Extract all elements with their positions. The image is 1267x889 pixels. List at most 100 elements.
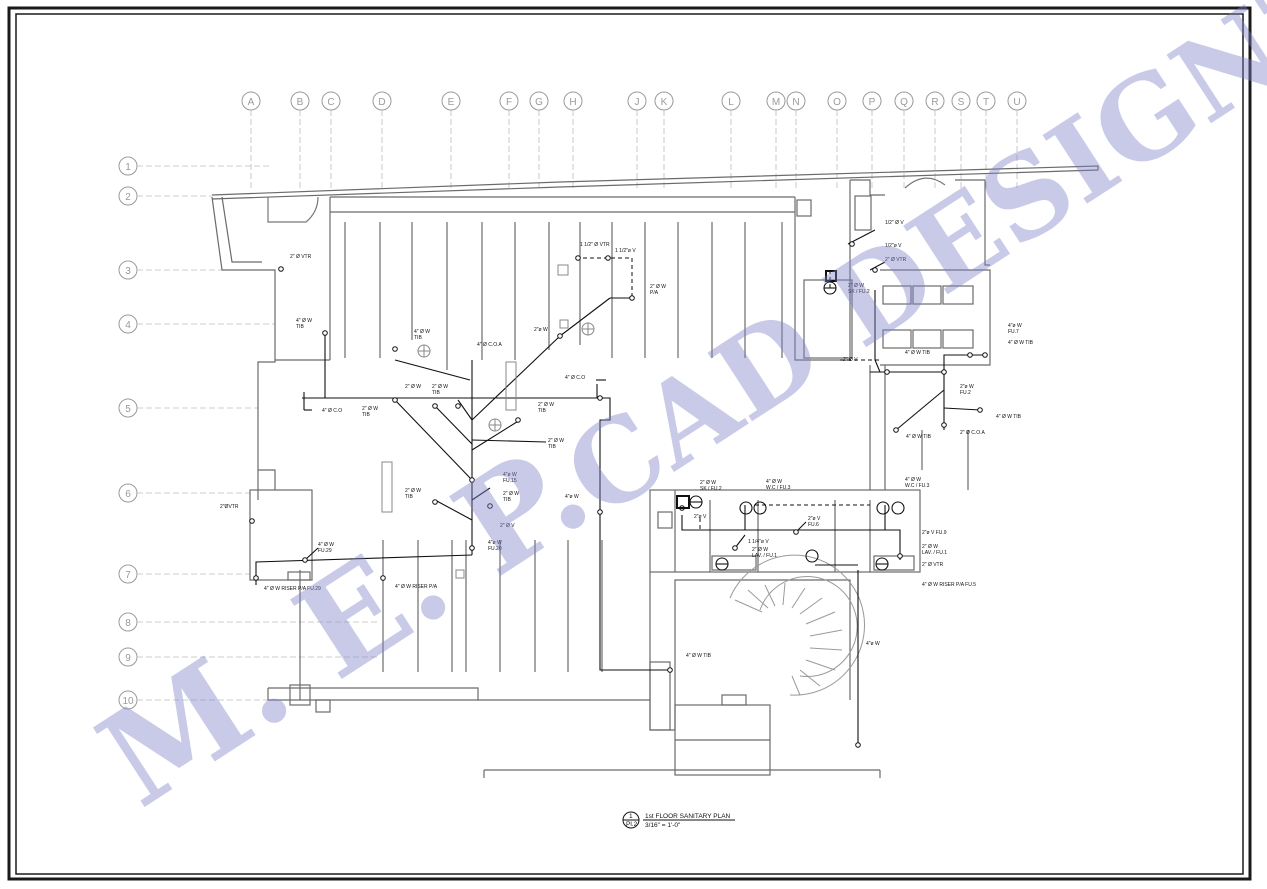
note-vtr-east: 2" Ø VTR [922, 562, 944, 568]
note-vtr-sw: 2"ØVTR [220, 504, 239, 510]
grid-column-label: D [378, 97, 385, 108]
note-w-2in-d: 2" Ø W [538, 402, 554, 408]
pipe-node [629, 295, 635, 301]
note-w-2in-g: 2" Ø W [405, 488, 421, 494]
note-tib-d: TIB [432, 390, 440, 396]
pipe-node [302, 557, 308, 563]
grid-column-label: M [772, 97, 780, 108]
grid-row-label: 1 [125, 162, 131, 173]
note-w-2in-e: 2" Ø W [548, 438, 564, 444]
grid-column-label: B [297, 97, 304, 108]
note-lav-fu1-a: LAV. / FU.1 [752, 553, 777, 559]
pipe-node [967, 352, 973, 358]
grid-column-label: J [635, 97, 640, 108]
note-wc-fu3-b: W.C / FU.3 [905, 483, 930, 489]
note-w-tib-ne: 4" Ø W TIB [1008, 340, 1034, 346]
annotation-layer: 2" Ø VTR 4" Ø W TIB 4" Ø C.O 2" Ø W TIB … [220, 220, 1034, 659]
watermark-line2: CAD DESIGNZ [543, 0, 1267, 543]
note-fu29: FU.29 [318, 548, 332, 554]
note-fu15: FU.15 [503, 478, 517, 484]
note-w-fu2: 2"ø W [960, 384, 974, 390]
note-tib-g: TIB [503, 497, 511, 503]
grid-row-label: 10 [122, 696, 134, 707]
restroom-block [649, 489, 921, 573]
note-w-2in-sk: 2" Ø W [700, 480, 716, 486]
note-sk-fu2: SK / FU.2 [700, 486, 722, 492]
grid-row-label: 8 [125, 618, 131, 629]
grid-row-label: 4 [125, 320, 131, 331]
pipe-node [884, 369, 890, 375]
detail-number: 1 [629, 813, 633, 820]
note-w-lav: 2" Ø W [752, 547, 768, 553]
pipe-node [432, 403, 438, 409]
note-w-pa: 2" Ø W [650, 284, 666, 290]
note-vtr-center: 1 1/2" Ø VTR [580, 242, 610, 248]
room-west-lower [249, 489, 313, 581]
pipe-node [667, 667, 673, 673]
note-w-2in-c: 2" Ø W [432, 384, 448, 390]
toilet-partition-1 [882, 285, 912, 305]
note-lav-fu1-b: LAV. / FU.1 [922, 550, 947, 556]
note-w-4in: 4" Ø W [296, 318, 312, 324]
note-tib-f: TIB [548, 444, 556, 450]
pipe-node [597, 509, 603, 515]
note-pa: P/A [650, 290, 659, 296]
note-w-fu7: 4"ø W [1008, 323, 1022, 329]
note-w-2in-a: 2" Ø W [362, 406, 378, 412]
drawing-scale: 3/16" = 1'-0" [645, 822, 681, 829]
main-waste-line [302, 397, 670, 671]
pipe-node [982, 352, 988, 358]
note-fu20: FU.20 [488, 546, 502, 552]
note-vtr-ne: 2" Ø VTR [885, 257, 907, 263]
grid-column-label: H [569, 97, 576, 108]
north-wall [211, 165, 1099, 200]
grid-column-label: Q [900, 97, 908, 108]
note-coa-e: 2" Ø C.O.A [960, 430, 986, 436]
note-tib-c: TIB [414, 335, 422, 341]
note-riser-pa: 4" Ø W RISER P/A [395, 584, 438, 590]
note-w-vert: 4"ø W [565, 494, 579, 500]
grid-row-label: 7 [125, 570, 131, 581]
pipe-node [392, 346, 398, 352]
pipe-node [605, 255, 611, 261]
door-swing [267, 196, 319, 223]
note-w-fu29: 4" Ø W [318, 542, 334, 548]
note-tib-b: TIB [362, 412, 370, 418]
note-v-center: 1 1/2"ø V [615, 248, 636, 254]
cleanouts [381, 264, 595, 579]
note-w-tib-far-e: 4" Ø W TIB [996, 414, 1022, 420]
note-sk-fu2-ne-b: SK / FU.2 [848, 289, 870, 295]
pipe-node [469, 477, 475, 483]
note-v-e: 2" Ø V [843, 357, 858, 363]
grid-column-label: S [958, 97, 965, 108]
grid-column-label: A [248, 97, 255, 108]
pipe-node [893, 427, 899, 433]
pipe-node [278, 266, 284, 272]
note-v-fu9: 2"ø V FU.9 [922, 530, 947, 536]
note-w-tib-south: 4" Ø W TIB [686, 653, 712, 659]
note-riser-fu5: 4" Ø W RISER P/A FU.5 [922, 582, 976, 588]
sheet-number: Pl.2 [626, 821, 638, 828]
note-coa: 4" Ø C.O.A [477, 342, 503, 348]
note-riser-pa-fu29: 4" Ø W RISER P/A FU.29 [264, 586, 321, 592]
pipe-node [432, 499, 438, 505]
pipe-node [849, 241, 855, 247]
grid-row-label: 2 [125, 192, 131, 203]
note-wc-fu3-a: W.C / FU.3 [766, 485, 791, 491]
grid-column-label: F [506, 97, 512, 108]
pipe-node [487, 503, 493, 509]
note-tib-e: TIB [538, 408, 546, 414]
pipe-node [322, 330, 328, 336]
note-v-fu6: 2"ø V [808, 516, 821, 522]
drawing-title-block: 1 Pl.2 1st FLOOR SANITARY PLAN 3/16" = 1… [622, 811, 735, 829]
note-fu6: FU.6 [808, 522, 819, 528]
sheet-border-inner [15, 13, 1244, 875]
grid-column-label: G [535, 97, 543, 108]
sanitary-piping [255, 229, 985, 745]
note-w-tib-e: 4" Ø W TIB [905, 350, 931, 356]
grid-column-label: P [869, 97, 876, 108]
pipe-node [855, 742, 861, 748]
east-wing-wall [794, 180, 851, 361]
note-fu7: FU.7 [1008, 329, 1019, 335]
pipe-node [249, 518, 255, 524]
